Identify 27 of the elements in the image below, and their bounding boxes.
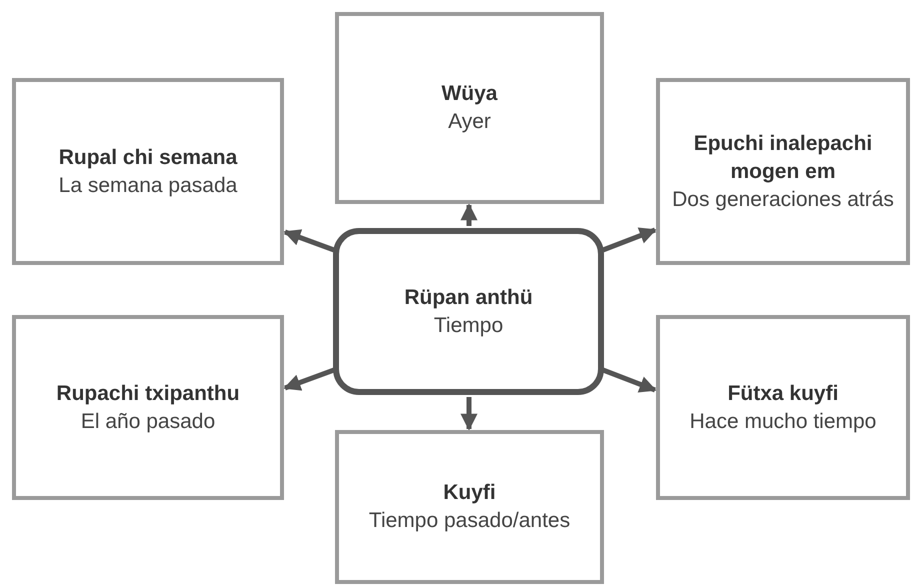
term-translation: Ayer xyxy=(448,109,491,135)
term-heading: Rupachi txipanthu xyxy=(56,380,240,406)
term-box xyxy=(12,78,284,265)
term-heading: Fütxa kuyfi xyxy=(728,380,838,406)
term-translation: El año pasado xyxy=(80,408,216,434)
term-translation: La semana pasada xyxy=(58,172,238,198)
term-translation: Tiempo xyxy=(434,312,504,338)
term-heading: Rupal chi semana xyxy=(58,144,238,170)
term-translation: Tiempo pasado/antes xyxy=(368,508,570,534)
term-box xyxy=(335,430,604,584)
arrow xyxy=(460,397,478,431)
term-translation: Hace mucho tiempo xyxy=(690,408,876,434)
term-box xyxy=(656,315,910,500)
arrow xyxy=(460,203,478,226)
term-box xyxy=(335,12,604,204)
term-translation: Dos generaciones atrás xyxy=(672,186,894,212)
arrow xyxy=(283,229,335,252)
term-heading: Rüpan anthü xyxy=(404,284,533,310)
term-heading: Epuchi inalepachi mogen em xyxy=(692,130,874,184)
arrow xyxy=(602,368,657,392)
term-heading: Wüya xyxy=(441,81,498,107)
arrow xyxy=(283,368,335,391)
term-heading: Kuyfi xyxy=(443,480,496,506)
term-box xyxy=(12,315,284,500)
central-rounded-box xyxy=(333,228,604,395)
term-box xyxy=(656,78,910,265)
arrow xyxy=(602,228,657,252)
